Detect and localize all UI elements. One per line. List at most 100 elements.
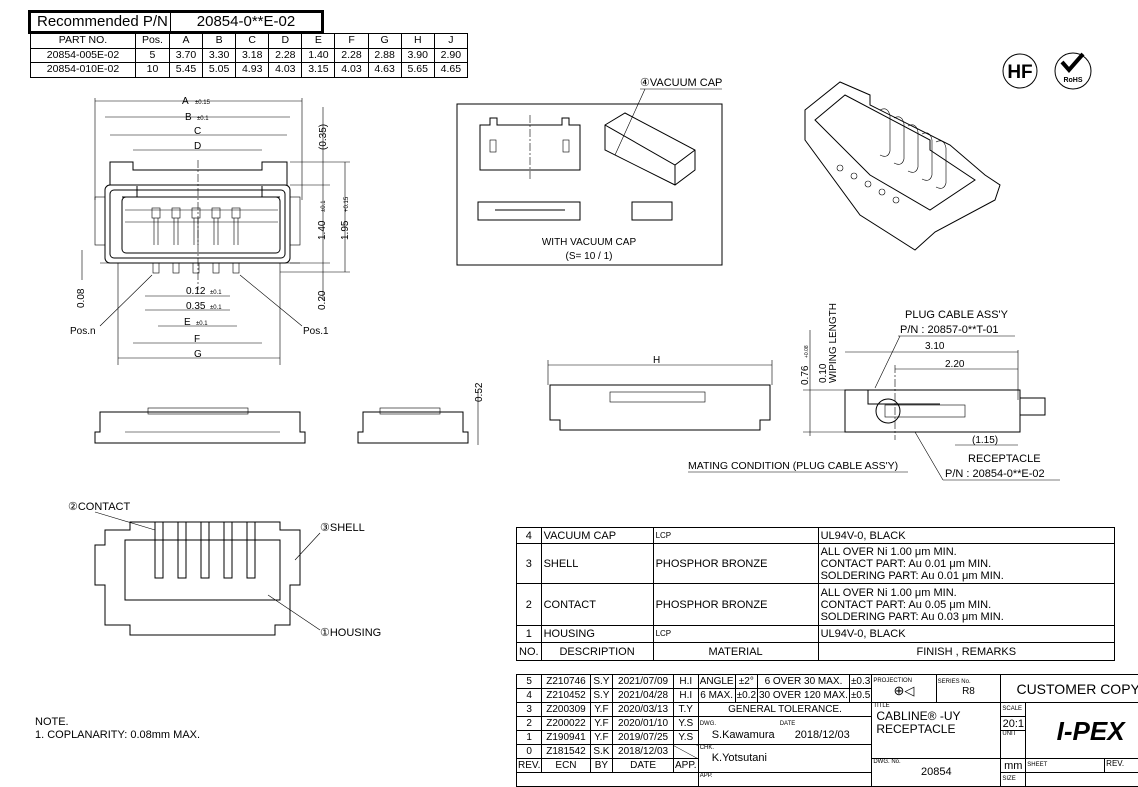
terminal-iso bbox=[865, 181, 871, 187]
finish-line: SOLDERING PART: Au 0.01 μm MIN. bbox=[821, 570, 1112, 582]
by-cell: Y.F bbox=[590, 703, 613, 717]
rev-cell: 0 bbox=[517, 745, 542, 759]
vacuum-cap-view: ④VACUUM CAP WITH VACUUM CAP (S= 10 / 1) bbox=[457, 77, 722, 265]
svg-text:2.20: 2.20 bbox=[945, 359, 965, 370]
ecn-cell: Z181542 bbox=[542, 745, 590, 759]
tol-range-2-value: ±0.5 bbox=[849, 689, 871, 703]
contact-detail bbox=[247, 522, 255, 578]
contact-terminal bbox=[153, 263, 159, 273]
projection-symbol-icon: ⊕◁ bbox=[894, 683, 915, 698]
rev-cell: 5 bbox=[517, 675, 542, 689]
contact-terminal bbox=[233, 263, 239, 273]
svg-text:H: H bbox=[653, 355, 660, 366]
contact-pad bbox=[172, 208, 180, 218]
table-cell: LCP bbox=[653, 626, 818, 643]
svg-text:C: C bbox=[194, 126, 201, 137]
table-cell: UL94V-0, BLACK bbox=[818, 528, 1114, 544]
svg-text:±0.15: ±0.15 bbox=[195, 100, 211, 106]
six-max-tol: ±0.2 bbox=[735, 689, 757, 703]
svg-text:Pos.1: Pos.1 bbox=[303, 326, 329, 337]
terminal-iso bbox=[851, 173, 857, 179]
svg-text:Pos.n: Pos.n bbox=[70, 326, 96, 337]
rev-cell: 2 bbox=[517, 717, 542, 731]
svg-text:±0.1: ±0.1 bbox=[196, 321, 208, 327]
svg-text:+0.08: +0.08 bbox=[804, 345, 810, 358]
app-cell: H.I bbox=[673, 675, 698, 689]
svg-text:MATING CONDITION (PLUG CABLE A: MATING CONDITION (PLUG CABLE ASS'Y) bbox=[688, 460, 898, 472]
table-cell: 2 bbox=[517, 584, 542, 626]
finish-line: UL94V-0, BLACK bbox=[821, 628, 1112, 640]
svg-text:RoHS: RoHS bbox=[1063, 77, 1082, 84]
header-cell: MATERIAL bbox=[653, 643, 818, 661]
svg-text:B: B bbox=[185, 112, 192, 123]
table-cell: ALL OVER Ni 1.00 μm MIN.CONTACT PART: Au… bbox=[818, 544, 1114, 584]
svg-text:±0.1: ±0.1 bbox=[210, 290, 222, 296]
svg-text:(1.15): (1.15) bbox=[972, 435, 998, 446]
front-view-drawing: A±0.15 B±0.1 C D 0.12±0.1 0.35±0.1 E±0.1… bbox=[70, 96, 351, 365]
by-cell: S.K bbox=[590, 745, 613, 759]
svg-text:P/N : 20857-0**T-01: P/N : 20857-0**T-01 bbox=[900, 324, 998, 336]
svg-text:0.20: 0.20 bbox=[317, 290, 328, 310]
svg-text:F: F bbox=[194, 334, 200, 345]
terminal-iso bbox=[893, 197, 899, 203]
contact-detail bbox=[155, 522, 163, 578]
svg-text:WITH VACUUM CAP: WITH VACUUM CAP bbox=[542, 237, 637, 248]
table-cell: VACUUM CAP bbox=[541, 528, 653, 544]
rev-cell: 3 bbox=[517, 703, 542, 717]
app-cell: T.Y bbox=[673, 703, 698, 717]
table-cell: SHELL bbox=[541, 544, 653, 584]
component-detail-view: ②CONTACT ③SHELL ①HOUSING bbox=[68, 501, 381, 639]
header-app: APP. bbox=[673, 759, 698, 773]
svg-text:A: A bbox=[182, 96, 189, 107]
header-cell: FINISH , REMARKS bbox=[818, 643, 1114, 661]
hf-mark-icon: HF bbox=[1003, 54, 1037, 88]
app-cell-empty bbox=[673, 745, 698, 759]
table-cell: 3 bbox=[517, 544, 542, 584]
projection-cell: PROJECTION⊕◁ bbox=[872, 675, 936, 703]
table-cell: PHOSPHOR BRONZE bbox=[653, 544, 818, 584]
date-cell: 2020/01/10 bbox=[613, 717, 674, 731]
contact-iso bbox=[908, 125, 918, 172]
angle-label: ANGLE bbox=[698, 675, 735, 689]
svg-text:③SHELL: ③SHELL bbox=[320, 522, 365, 534]
table-cell: UL94V-0, BLACK bbox=[818, 626, 1114, 643]
contact-pad bbox=[152, 208, 160, 218]
date-cell: 2021/04/28 bbox=[613, 689, 674, 703]
header-by: BY bbox=[590, 759, 613, 773]
dwg-no-cell: DWG. No.20854 bbox=[872, 759, 1001, 787]
contact-pad bbox=[192, 208, 200, 218]
svg-text:RECEPTACLE: RECEPTACLE bbox=[968, 453, 1041, 465]
rev-label: REV. bbox=[1106, 759, 1138, 768]
svg-text:0.52: 0.52 bbox=[474, 382, 485, 402]
scale-value: 20:1 bbox=[1001, 717, 1026, 731]
svg-text:④VACUUM CAP: ④VACUUM CAP bbox=[640, 77, 722, 89]
by-cell: Y.F bbox=[590, 717, 613, 731]
unit-cell: UNIT bbox=[1001, 731, 1026, 759]
svg-text:+0.15: +0.15 bbox=[344, 196, 350, 212]
rev-cell: 4 bbox=[517, 689, 542, 703]
table-cell: CONTACT bbox=[541, 584, 653, 626]
svg-text:0.35: 0.35 bbox=[186, 301, 206, 312]
ecn-cell: Z200309 bbox=[542, 703, 590, 717]
approved-cell: APP. bbox=[698, 773, 872, 787]
svg-text:P/N : 20854-0**E-02: P/N : 20854-0**E-02 bbox=[945, 468, 1045, 480]
table-cell: LCP bbox=[653, 528, 818, 544]
unit-value: mm bbox=[1001, 759, 1026, 773]
terminal-iso bbox=[879, 189, 885, 195]
table-cell: 4 bbox=[517, 528, 542, 544]
finish-line: CONTACT PART: Au 0.01 μm MIN. bbox=[821, 558, 1112, 570]
notes-title: NOTE. bbox=[35, 716, 200, 729]
header-cell: NO. bbox=[517, 643, 542, 661]
terminal-iso bbox=[837, 165, 843, 171]
svg-text:±0.1: ±0.1 bbox=[210, 305, 222, 311]
svg-text:(S= 10 / 1): (S= 10 / 1) bbox=[566, 251, 613, 262]
contact-detail bbox=[201, 522, 209, 578]
header-date: DATE bbox=[613, 759, 674, 773]
contact-pad bbox=[232, 208, 240, 218]
finish-line: ALL OVER Ni 1.00 μm MIN. bbox=[821, 546, 1112, 558]
svg-text:±0.1: ±0.1 bbox=[321, 200, 327, 212]
